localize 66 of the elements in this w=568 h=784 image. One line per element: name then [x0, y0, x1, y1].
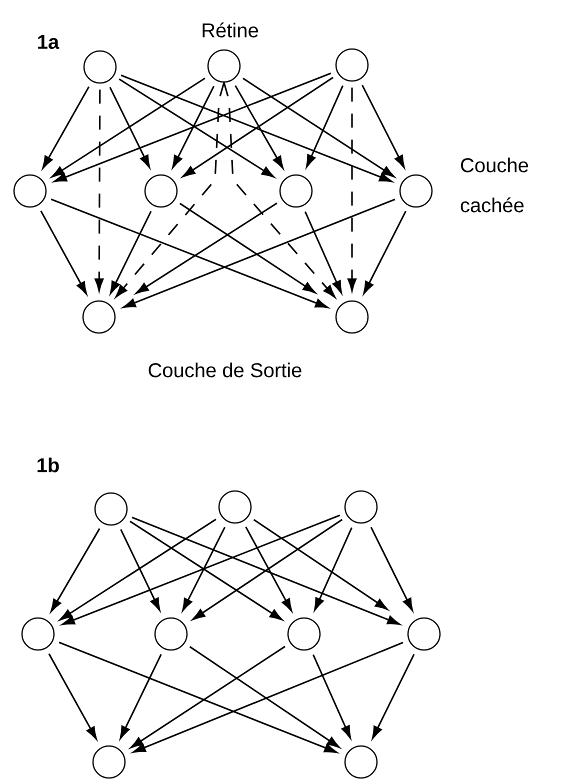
arrow	[312, 654, 351, 739]
arrow	[172, 86, 215, 168]
arrow	[110, 210, 152, 294]
neuron-circle	[399, 174, 433, 208]
arrow	[182, 526, 226, 612]
arrow	[179, 202, 316, 294]
arrow	[132, 642, 404, 753]
arrow	[223, 82, 336, 298]
arrow	[40, 210, 88, 294]
arrow	[362, 84, 405, 168]
label-number: 1a	[38, 35, 60, 49]
neuron-circle	[344, 745, 378, 779]
arrow	[42, 86, 90, 169]
arrow	[234, 85, 284, 169]
arrow	[50, 198, 328, 308]
neuron-circle	[94, 492, 128, 526]
arrow	[314, 527, 352, 611]
arrow	[253, 518, 388, 610]
neuron-circle	[154, 617, 188, 651]
arrow	[62, 514, 340, 626]
neuron-circle	[335, 300, 369, 334]
arrow	[48, 653, 97, 740]
arrow	[347, 88, 357, 292]
arrow	[304, 211, 342, 294]
arrow	[120, 654, 162, 739]
arrow	[109, 86, 150, 168]
arrow	[370, 526, 413, 611]
arrow	[130, 646, 286, 748]
arrow	[50, 528, 100, 612]
arrow	[363, 210, 406, 294]
arrow	[120, 529, 160, 611]
neuron-circle	[207, 49, 241, 83]
arrow	[192, 518, 343, 620]
arrow	[245, 526, 292, 612]
arrow	[58, 642, 338, 753]
label-number: 1b	[38, 458, 59, 472]
neuron-circle	[82, 300, 116, 334]
arrow	[136, 202, 278, 294]
neuron-circle	[407, 617, 441, 651]
neuron-circle	[21, 617, 55, 651]
arrow	[372, 654, 415, 739]
arrow	[52, 78, 206, 178]
layer-label: Couche cachée	[460, 158, 528, 212]
arrow	[122, 198, 396, 308]
neuron-circle	[344, 490, 378, 524]
neuron-circle	[83, 50, 117, 84]
neuron-circle	[218, 490, 252, 524]
arrow	[130, 520, 282, 620]
arrow	[242, 78, 395, 178]
neuron-circle	[287, 617, 321, 651]
layer-label: Couche de Sortie	[148, 362, 302, 378]
arrow	[94, 90, 104, 292]
arrow	[182, 76, 334, 178]
arrow	[120, 74, 392, 182]
neuron-circle	[335, 48, 369, 82]
arrow	[306, 85, 344, 168]
arrow	[54, 72, 332, 182]
arrow	[115, 82, 225, 298]
arrow	[132, 516, 400, 625]
neuron-circle	[144, 174, 178, 208]
neuron-circle	[279, 174, 313, 208]
neuron-circle	[13, 174, 47, 208]
arrow	[118, 78, 274, 178]
neuron-circle	[92, 745, 126, 779]
arrow	[60, 518, 216, 620]
arrow	[189, 646, 340, 748]
